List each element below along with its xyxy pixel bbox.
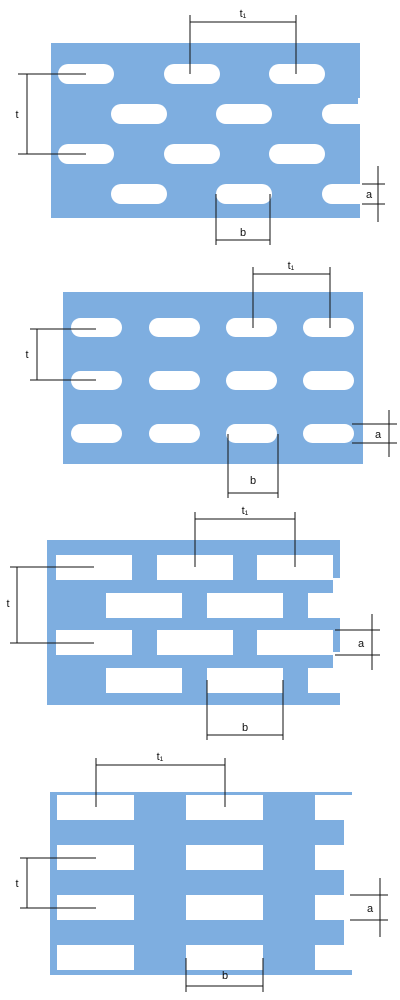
- t-label: t: [15, 109, 18, 121]
- diagram-staggered-rects: t₁ t b a: [6, 505, 380, 740]
- perforation-hole: [303, 424, 354, 443]
- b-label: b: [242, 722, 248, 734]
- diagram-straight-rects: t₁ t b a: [15, 751, 388, 992]
- b-label: b: [240, 227, 246, 239]
- perforation-hole: [315, 845, 352, 870]
- perforation-hole: [111, 104, 167, 124]
- plate-1: [51, 43, 360, 218]
- perforation-hole: [164, 144, 220, 164]
- perforation-hole: [186, 845, 263, 870]
- perforation-hole: [71, 371, 122, 390]
- t1-label: t₁: [157, 751, 164, 763]
- holes-2: [71, 318, 354, 443]
- perforation-hole: [207, 668, 283, 693]
- t-label: t: [6, 598, 9, 610]
- perforation-hole: [106, 668, 182, 693]
- perforation-hole: [315, 895, 352, 920]
- perforation-hole: [269, 64, 325, 84]
- a-label: a: [358, 638, 365, 650]
- perforation-hole: [71, 424, 122, 443]
- perforation-hole: [216, 104, 272, 124]
- t-label: t: [25, 349, 28, 361]
- perforation-hole: [186, 945, 263, 970]
- perforation-hole: [226, 318, 277, 337]
- perforation-hole: [308, 668, 340, 693]
- perforation-hole: [269, 144, 325, 164]
- a-label: a: [366, 189, 373, 201]
- perforation-hole: [149, 318, 200, 337]
- perforation-hole: [111, 184, 167, 204]
- perforation-hole: [157, 630, 233, 655]
- perforation-hole: [303, 371, 354, 390]
- perforation-hole: [257, 630, 333, 655]
- perforation-hole: [315, 945, 352, 970]
- diagram-staggered-slots: t₁ t b a: [15, 8, 385, 245]
- a-label: a: [367, 903, 374, 915]
- perforation-hole: [226, 371, 277, 390]
- perforation-hole: [164, 64, 220, 84]
- perforation-hole: [186, 895, 263, 920]
- plate-4: [50, 792, 352, 975]
- perforation-hole: [71, 318, 122, 337]
- perforation-hole: [207, 593, 283, 618]
- t1-label: t₁: [240, 8, 247, 20]
- t1-label: t₁: [242, 505, 249, 517]
- a-label: a: [375, 429, 382, 441]
- diagram-straight-slots: t₁ t b a: [25, 260, 397, 498]
- plate-3: [47, 540, 340, 705]
- perforation-hole: [149, 371, 200, 390]
- perforation-hole: [106, 593, 182, 618]
- perforation-hole: [308, 593, 340, 618]
- b-label: b: [222, 970, 228, 982]
- perforation-hole: [149, 424, 200, 443]
- perforation-hole: [322, 184, 370, 204]
- perforation-hole: [216, 184, 272, 204]
- b-label: b: [250, 475, 256, 487]
- perforation-hole: [315, 795, 352, 820]
- perforation-hole: [57, 945, 134, 970]
- t1-label: t₁: [288, 260, 295, 272]
- perforation-hole: [303, 318, 354, 337]
- perforation-hole: [226, 424, 277, 443]
- holes-1: [58, 64, 370, 204]
- perforation-hole: [322, 104, 370, 124]
- t-label: t: [15, 878, 18, 890]
